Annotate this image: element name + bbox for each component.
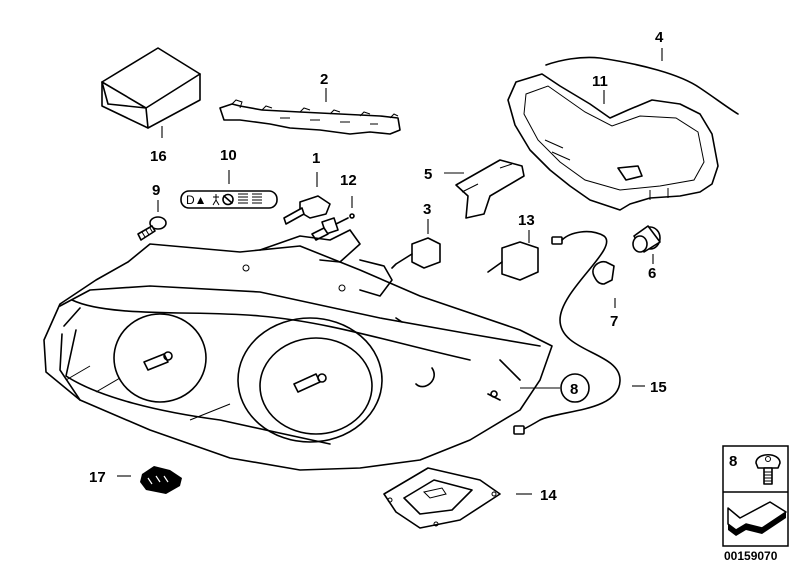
label-11[interactable]: 11 — [592, 73, 608, 90]
arrow-icon — [727, 501, 787, 536]
label-17[interactable]: 17 — [89, 469, 106, 486]
part-1-bulb[interactable] — [283, 195, 331, 225]
label-12[interactable]: 12 — [340, 172, 357, 189]
label-6[interactable]: 6 — [648, 265, 656, 282]
screw-icon — [755, 453, 781, 485]
label-symbols: D▲ — [186, 193, 207, 207]
part-17-connector[interactable] — [140, 466, 182, 494]
headlight-housing[interactable] — [43, 229, 553, 471]
part-9-adjusting-screw[interactable] — [137, 216, 167, 241]
label-13[interactable]: 13 — [518, 212, 535, 229]
label-16[interactable]: 16 — [150, 148, 167, 165]
part-16-repair-kit-box[interactable] — [101, 47, 201, 129]
label-3[interactable]: 3 — [423, 201, 431, 218]
label-4[interactable]: 4 — [655, 29, 664, 46]
label-14[interactable]: 14 — [540, 487, 557, 504]
part-6-bulb-cap[interactable] — [632, 225, 661, 253]
label-7[interactable]: 7 — [610, 313, 618, 330]
part-14-control-unit[interactable] — [383, 467, 501, 529]
part-3-bulb-with-socket[interactable] — [391, 237, 441, 269]
label-10[interactable]: 10 — [220, 147, 237, 164]
legend-screw-label: 8 — [729, 453, 737, 470]
part-7-small-bulb[interactable] — [592, 260, 615, 285]
part-10-warning-label[interactable]: D▲ — [180, 190, 278, 209]
label-15[interactable]: 15 — [650, 379, 667, 396]
part-12-bulb-with-wire[interactable] — [311, 213, 355, 241]
part-4-seal-strip[interactable] — [545, 56, 739, 115]
part-11-gasket-frame[interactable] — [507, 73, 719, 211]
label-2[interactable]: 2 — [320, 71, 328, 88]
reference-number: 00159070 — [724, 549, 778, 563]
legend-box: 8 — [722, 445, 789, 547]
label-8[interactable]: 8 — [570, 381, 578, 398]
part-15-wiring-lead[interactable] — [513, 230, 621, 435]
callout-8-circle — [560, 373, 590, 403]
label-9[interactable]: 9 — [152, 182, 160, 199]
part-13-xenon-igniter[interactable] — [487, 241, 539, 281]
part-5-bracket-clip[interactable] — [455, 159, 525, 219]
part-2-mounting-bracket[interactable] — [219, 99, 401, 135]
label-1[interactable]: 1 — [312, 150, 320, 167]
label-5[interactable]: 5 — [424, 166, 432, 183]
